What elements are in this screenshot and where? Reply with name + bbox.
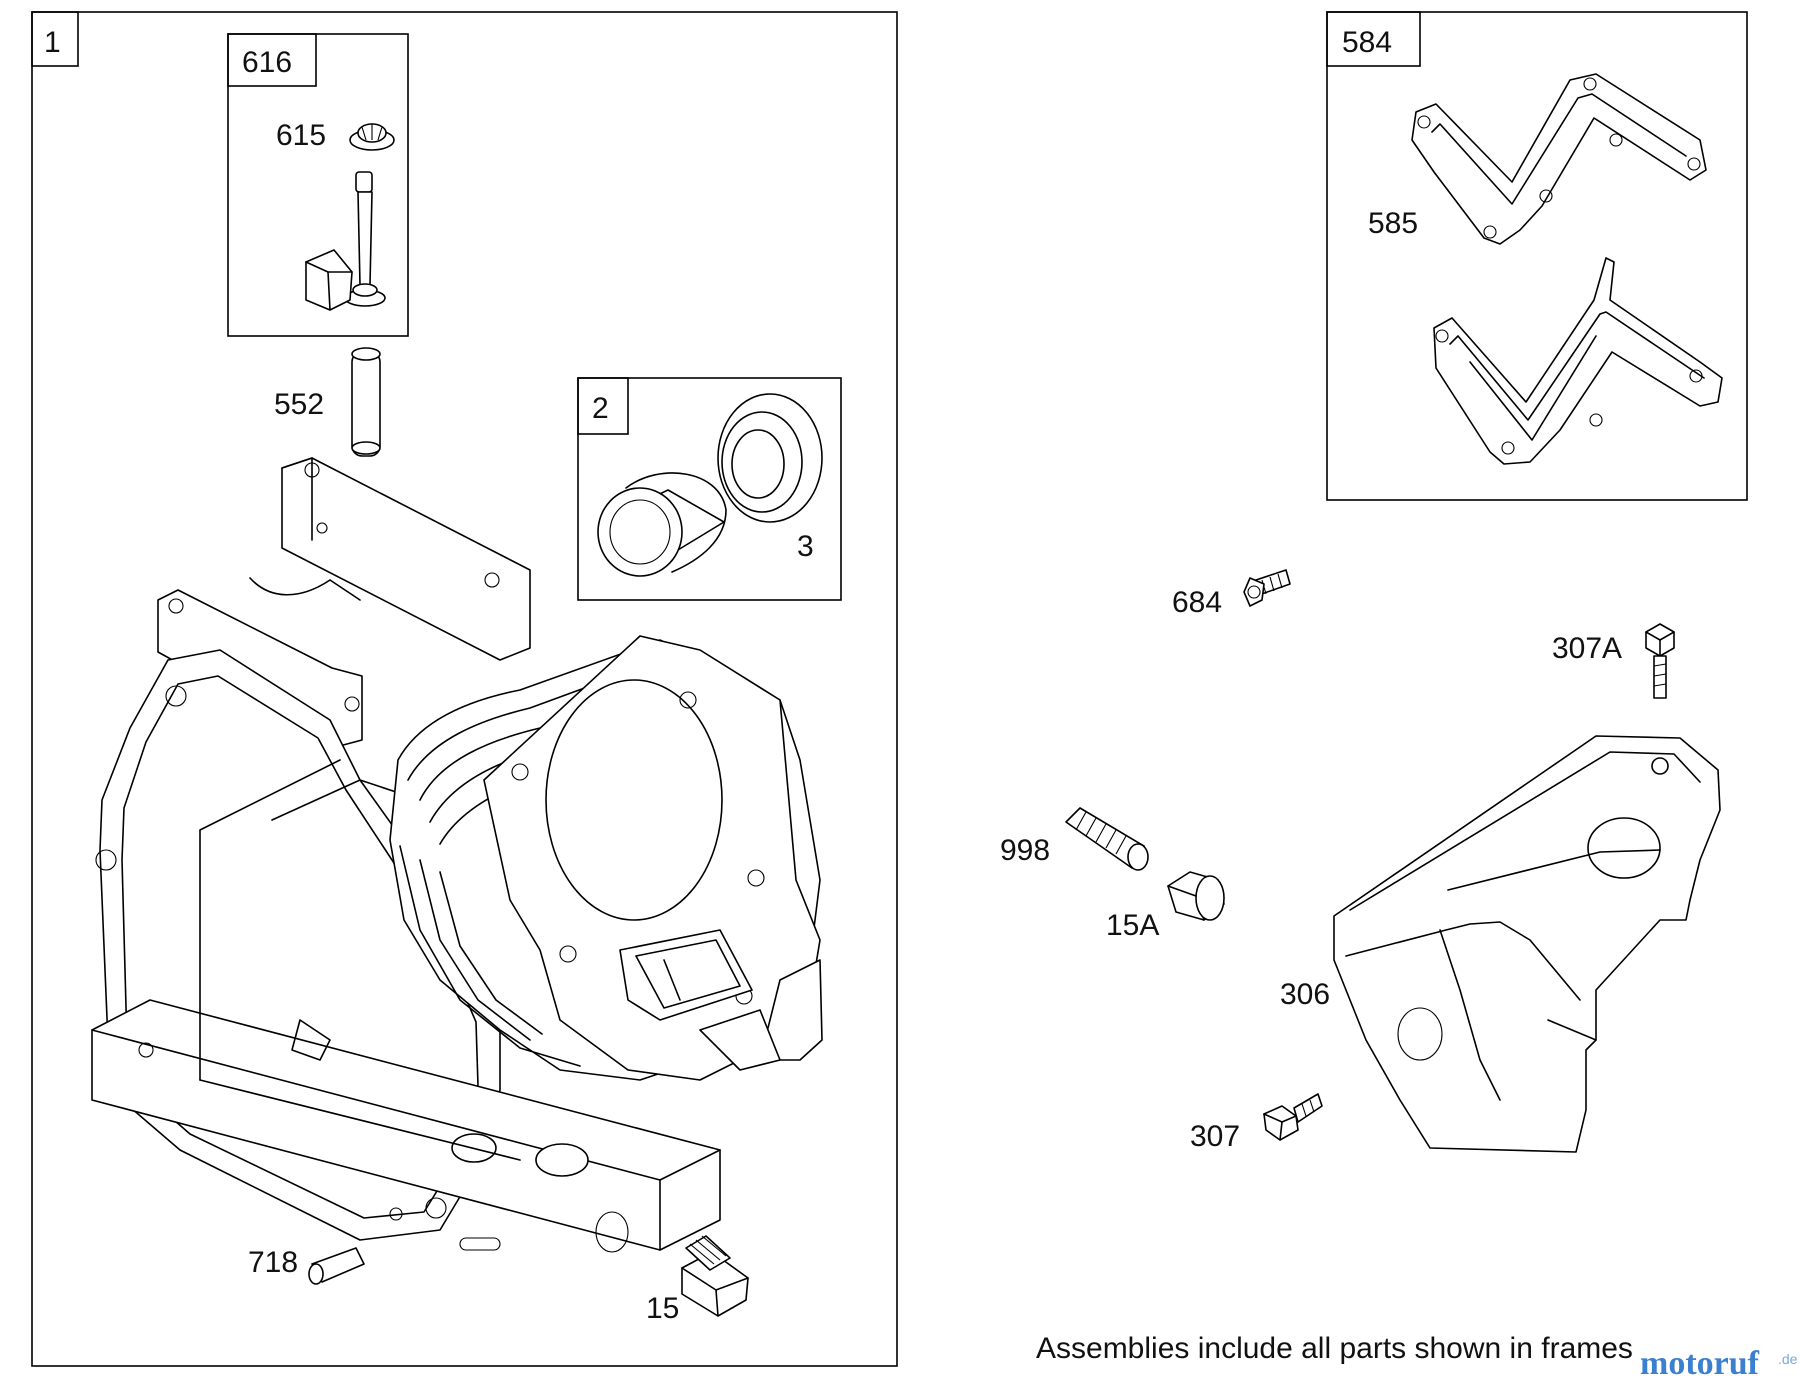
label-718: 718 [248, 1246, 298, 1279]
frame-584-label: 584 [1342, 26, 1392, 59]
frame-616-label: 616 [242, 46, 292, 79]
watermark-brand: motoruf [1640, 1345, 1760, 1380]
bolt-307-icon [1263, 1093, 1323, 1141]
label-307: 307 [1190, 1120, 1240, 1153]
watermark-tld: .de [1778, 1351, 1798, 1367]
dipstick-tube-icon [305, 171, 386, 311]
label-3: 3 [797, 530, 814, 563]
screw-684-icon [1243, 569, 1291, 607]
frame-2: 2 [577, 377, 842, 601]
gasket-icon [1411, 73, 1707, 245]
dowel-pin-icon [308, 1247, 365, 1285]
frame-1: 1 [31, 11, 898, 1367]
bolt-307A-icon [1645, 623, 1675, 699]
label-552: 552 [274, 388, 324, 421]
shield-icon [1333, 735, 1721, 1153]
label-15A: 15A [1106, 909, 1159, 942]
watermark: motoruf .de [1640, 1345, 1798, 1380]
label-306: 306 [1280, 978, 1330, 1011]
sleeve-552-icon [351, 347, 381, 457]
frame-1-label: 1 [44, 26, 61, 59]
oil-seal-icon [717, 393, 823, 523]
label-307A: 307A [1552, 632, 1622, 665]
nut-15A-icon [1167, 871, 1225, 921]
label-585: 585 [1368, 207, 1418, 240]
stud-998-icon [1065, 807, 1149, 871]
label-15: 15 [646, 1292, 679, 1325]
frame-616: 616 [227, 33, 409, 337]
label-684: 684 [1172, 586, 1222, 619]
bushing-icon [597, 472, 727, 577]
label-615: 615 [276, 119, 326, 152]
frame-584: 584 [1326, 11, 1748, 501]
frame-2-label: 2 [592, 392, 609, 425]
oil-cap-icon [349, 123, 395, 151]
assemblies-note: Assemblies include all parts shown in fr… [1036, 1332, 1633, 1365]
label-998: 998 [1000, 834, 1050, 867]
drain-plug-icon [681, 1235, 749, 1317]
gasket-lower-icon [1433, 257, 1723, 465]
crankcase-icon [91, 457, 823, 1253]
